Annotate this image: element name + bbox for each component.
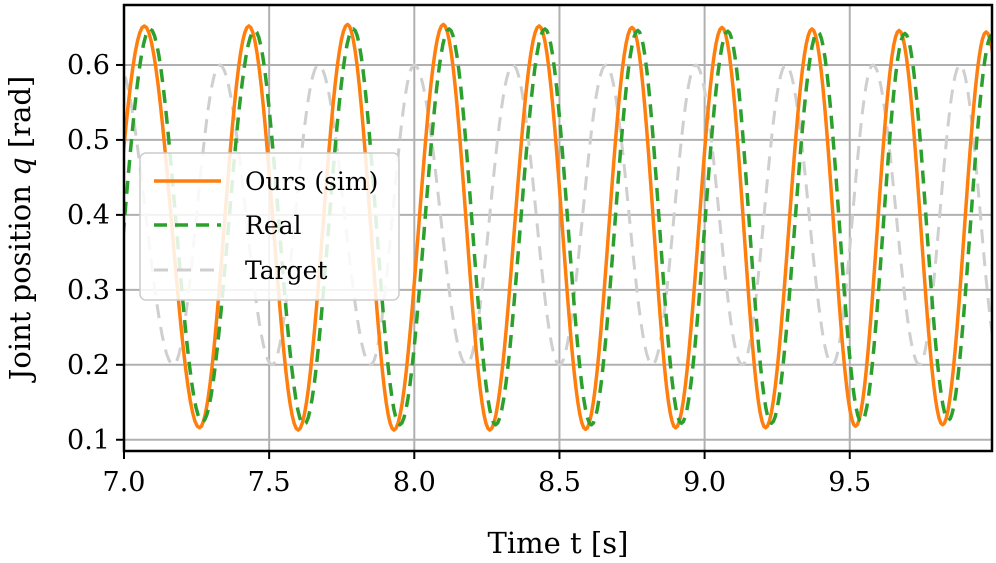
plot-frame [122,3,994,453]
series-line-ours-sim [124,22,992,432]
legend-label-ours-sim: Ours (sim) [245,167,378,196]
legend-label-target: Target [245,256,327,285]
y-tick-label: 0.6 [67,50,110,81]
y-axis-label: Joint position q [rad] [3,76,37,384]
x-tick-label: 7.0 [103,467,146,498]
legend-label-real: Real [245,211,302,240]
x-tick-label: 9.0 [683,467,726,498]
legend: Ours (sim) Real Target [139,152,400,301]
legend-box [139,152,400,301]
y-axis-label-suffix: [rad] [3,76,37,158]
x-axis-label: Time t [s] [488,526,629,560]
x-tick-label: 7.5 [248,467,291,498]
y-tick-label: 0.1 [67,425,110,456]
series-line-real [124,27,992,427]
y-axis-label-symbol: q [3,157,37,176]
y-tick-label: 0.5 [67,125,110,156]
series-group [124,22,992,432]
y-axis-label-prefix: Joint position [3,176,37,383]
ticks: 7.0 7.5 8.0 8.5 9.0 9.5 0.1 0.2 0.3 0.4 0.5 0.6 [67,50,871,498]
x-tick-label: 9.5 [828,467,871,498]
y-tick-label: 0.2 [67,350,110,381]
x-tick-label: 8.5 [538,467,581,498]
x-tick-label: 8.0 [393,467,436,498]
y-tick-label: 0.3 [67,275,110,306]
y-tick-label: 0.4 [67,200,110,231]
